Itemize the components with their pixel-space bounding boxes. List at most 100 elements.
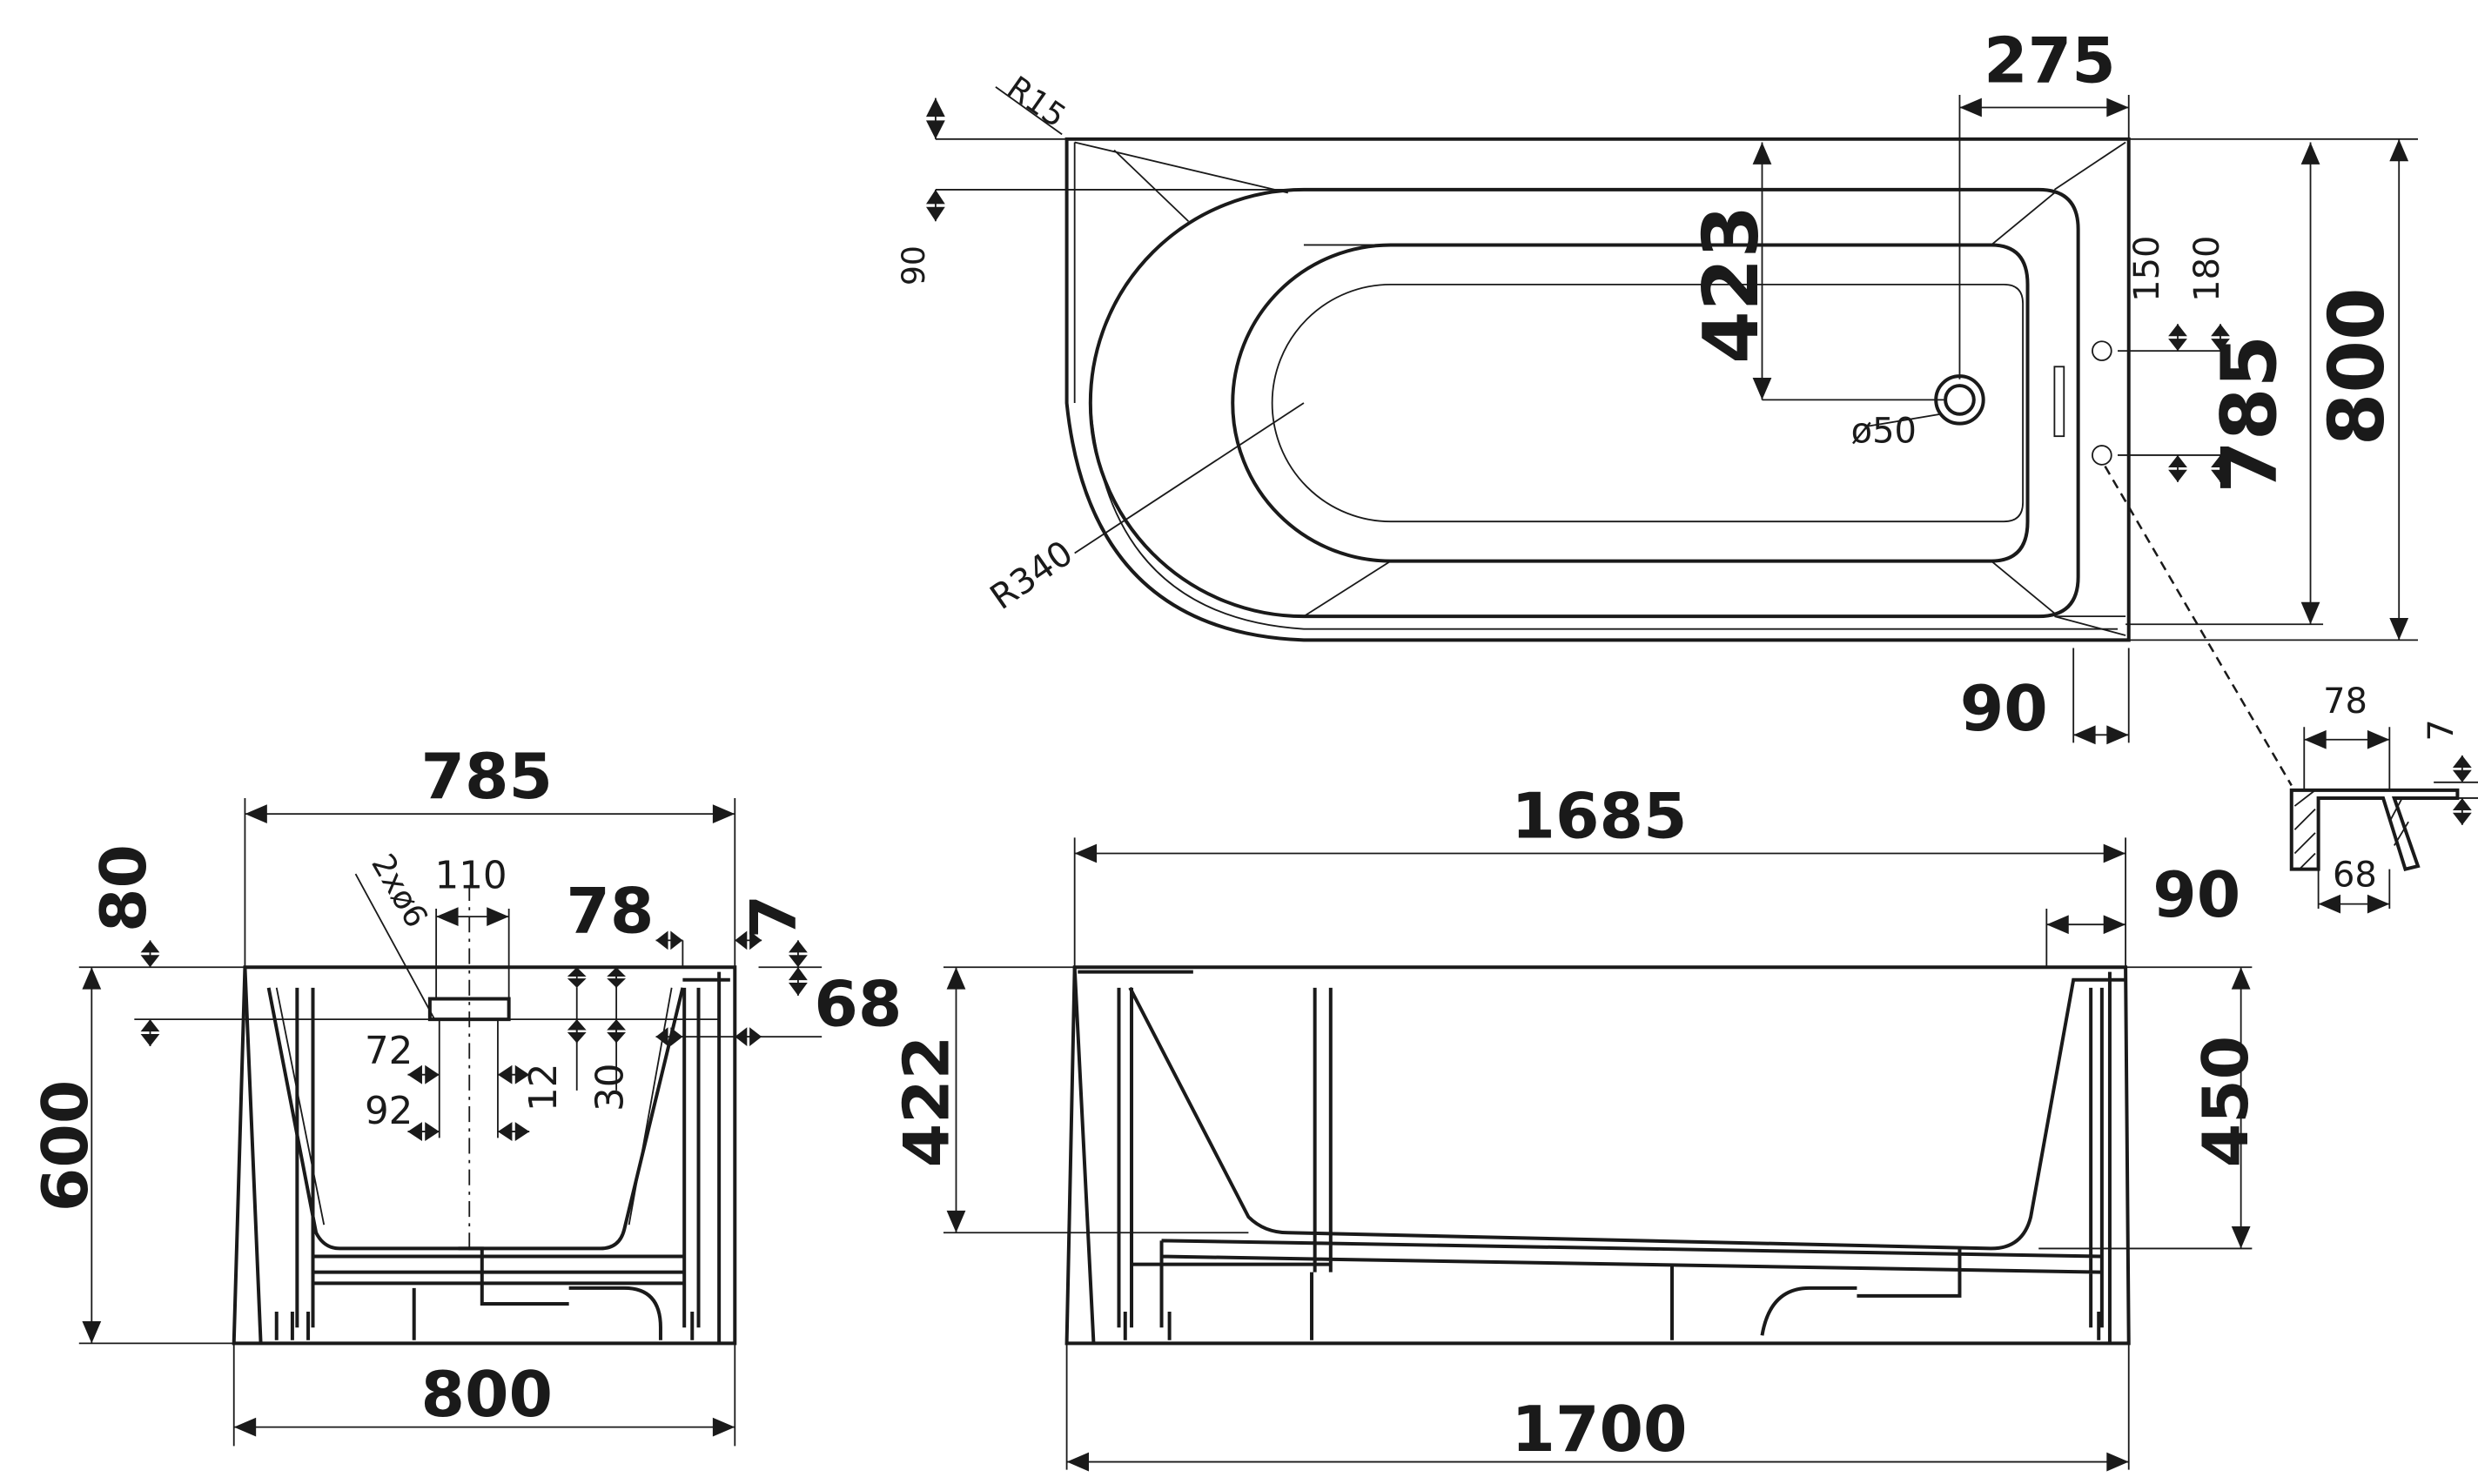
- dimension-arrow: [2106, 97, 2129, 118]
- dimension-arrow: [607, 1019, 627, 1031]
- overflow-slot: [2053, 366, 2065, 438]
- dimension-label-thickness-7: 7: [2421, 719, 2461, 741]
- dimension-arrow: [789, 983, 808, 996]
- dimension-arrow: [2103, 915, 2126, 935]
- top-basin-floor: [1271, 283, 2024, 523]
- dimension-arrow: [607, 967, 627, 977]
- dimension-label-radius-r15: R15: [1000, 69, 1072, 135]
- dimension-arrow: [607, 1032, 627, 1044]
- dimension-label-dim-12: 12: [522, 1064, 566, 1111]
- dimension-label-offset-90: 90: [895, 245, 932, 285]
- dimension-label-width-800: 800: [420, 1359, 553, 1432]
- dimension-arrow: [1074, 843, 1098, 863]
- front-ext-lines: [943, 837, 2253, 1470]
- rim-section: [2289, 788, 2460, 872]
- dimension-arrow: [670, 930, 683, 950]
- dimension-arrow: [2211, 454, 2230, 467]
- dimension-label-inner-785: 785: [2206, 335, 2294, 494]
- side-panel-edge: [243, 967, 722, 1344]
- dimension-label-depth-450: 450: [2190, 1036, 2263, 1168]
- dimension-arrow: [2389, 138, 2409, 162]
- dimension-arrow: [2452, 755, 2472, 768]
- dimension-arrow: [2231, 967, 2251, 990]
- top-corner-lines: [1073, 141, 2126, 636]
- dimension-label-depth-422: 422: [890, 1036, 964, 1168]
- dimension-arrow: [487, 907, 509, 927]
- dimension-arrow: [567, 1019, 587, 1031]
- dimension-label-tap-180: 180: [2187, 236, 2227, 302]
- dimension-arrow: [925, 120, 945, 139]
- dimension-label-dim-7: 7: [737, 895, 810, 939]
- dimension-arrow: [407, 1122, 422, 1141]
- dimension-arrow: [2211, 339, 2230, 352]
- side-outline: [232, 965, 737, 1346]
- dimension-arrow: [2300, 601, 2320, 625]
- dimension-arrow: [2231, 1226, 2251, 1249]
- dimension-arrow: [140, 1033, 160, 1047]
- detail-leader: [2104, 466, 2293, 787]
- dimension-arrow: [2367, 729, 2390, 749]
- dimension-arrow: [2168, 469, 2187, 482]
- side-frame: [295, 987, 701, 1328]
- dimension-arrow: [946, 967, 966, 990]
- dimension-arrow: [670, 1027, 683, 1047]
- dimension-arrow: [245, 804, 267, 824]
- dimension-arrow: [2168, 454, 2187, 467]
- front-basin: [1128, 977, 2126, 1251]
- dimension-arrow: [82, 1320, 102, 1344]
- dimension-arrow: [789, 940, 808, 953]
- dimension-arrow: [82, 967, 102, 990]
- dimension-arrow: [735, 1027, 748, 1047]
- dimension-lines: [82, 97, 2472, 1472]
- dimension-arrow: [2046, 915, 2069, 935]
- dimension-arrow: [2300, 142, 2320, 165]
- dimension-label-width-68: 68: [2333, 856, 2377, 896]
- dimension-arrow: [2211, 324, 2230, 337]
- front-outline: [1064, 965, 2131, 1346]
- rim-hatch: [2293, 789, 2409, 870]
- dimension-arrow: [233, 1417, 257, 1437]
- dimension-arrow: [2106, 725, 2129, 745]
- dimension-arrow: [436, 907, 459, 927]
- side-basin-inner: [275, 987, 673, 1225]
- dimension-arrow: [514, 1122, 530, 1141]
- top-rim-line: [1089, 402, 2119, 630]
- dimension-label-dim-110: 110: [434, 854, 507, 897]
- dimension-label-height-600: 600: [30, 1080, 103, 1212]
- dimension-arrow: [2452, 797, 2472, 810]
- dimension-label-radius-r340: R340: [984, 534, 1081, 618]
- dimension-arrow: [140, 955, 160, 968]
- dimension-arrow: [749, 1027, 762, 1047]
- dimension-arrow: [925, 206, 945, 222]
- top-leaders: [935, 86, 2419, 743]
- dimension-label-tap-150: 150: [2127, 236, 2167, 302]
- dimension-label-height-80: 80: [88, 844, 161, 932]
- front-feet: [1123, 1264, 2101, 1340]
- dimension-label-width-78: 78: [2323, 682, 2367, 722]
- dimension-label-dim-72: 72: [365, 1030, 413, 1073]
- dimension-label-outer-800: 800: [2313, 287, 2401, 446]
- dimension-arrow: [140, 1019, 160, 1032]
- dimension-arrow: [2367, 894, 2390, 914]
- dimension-arrow: [567, 967, 587, 977]
- rim-detail: [2289, 727, 2478, 910]
- dimension-arrow: [1752, 377, 1772, 400]
- front-panel-edge: [1072, 967, 2112, 1344]
- front-frame: [1117, 987, 2104, 1328]
- dimension-label-rim-90: 90: [2152, 859, 2240, 932]
- dimension-label-holes: 2xø6: [364, 848, 435, 934]
- dimension-arrow: [1066, 1452, 1090, 1472]
- dimension-arrow: [655, 1027, 668, 1047]
- dimension-label-dim-30: 30: [588, 1064, 632, 1111]
- dimension-arrow: [2168, 324, 2187, 337]
- drain-inner-icon: [1944, 384, 1976, 416]
- dimension-arrow: [2304, 729, 2327, 749]
- tap-hole-icon: [2092, 445, 2112, 466]
- dimension-arrow: [567, 1032, 587, 1044]
- dimension-arrow: [655, 930, 668, 950]
- dimension-arrow: [1752, 142, 1772, 165]
- top-rim-inner: [1088, 187, 2080, 619]
- top-view: [935, 86, 2419, 787]
